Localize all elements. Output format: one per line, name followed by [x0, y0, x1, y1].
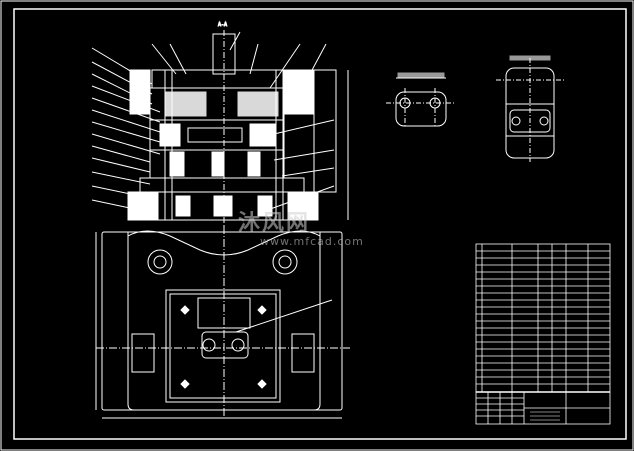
watermark-brand: 沐风网 — [238, 211, 311, 236]
inner-frame — [13, 8, 627, 440]
watermark-url: www.mfcad.com — [260, 235, 364, 248]
part-side-view — [496, 55, 564, 162]
workpiece-detail-view — [386, 72, 454, 128]
watermark: 沐风网 www.mfcad.com — [238, 205, 364, 248]
section-title-label: A-A — [218, 22, 227, 28]
parts-list-table — [475, 243, 611, 425]
plan-view — [95, 226, 350, 419]
main-section-view: A-A — [91, 22, 349, 235]
